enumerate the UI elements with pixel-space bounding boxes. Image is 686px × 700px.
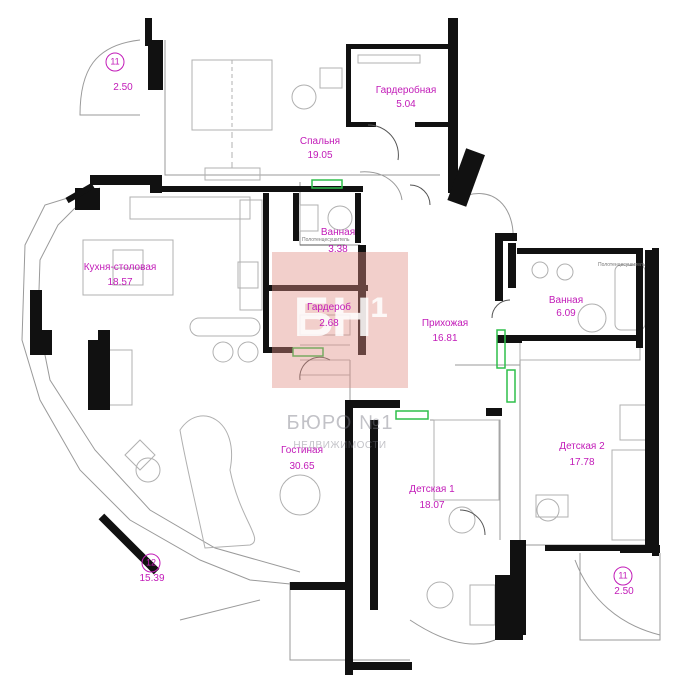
room-area-wardrobe-small: 2.68 [319, 318, 339, 329]
balcony-area-bottom-right: 2.50 [614, 586, 634, 597]
room-name-bedroom: Спальня [299, 136, 341, 147]
watermark-name: БЮРО №1 [286, 412, 394, 434]
balcony-area-left-bottom: 15.39 [139, 573, 165, 584]
balcony-number-top-left: 11 [105, 52, 125, 72]
fixture-label-dryer-1: Полотенцесушитель [302, 237, 350, 243]
door-markers [292, 179, 516, 420]
room-area-kitchen: 18.57 [107, 277, 133, 288]
fixture-label-dryer-2: Полотенцесушитель [598, 262, 646, 268]
watermark-subtitle: НЕДВИЖИМОСТИ [293, 440, 387, 451]
room-area-bathroom-2: 6.09 [556, 308, 576, 319]
room-area-bathroom-1: 3.38 [328, 244, 348, 255]
room-area-bedroom: 19.05 [307, 150, 333, 161]
room-area-wardrobe: 5.04 [396, 99, 416, 110]
room-name-wardrobe: Гардеробная [375, 85, 437, 96]
room-area-kids-2: 17.78 [569, 457, 595, 468]
room-name-kitchen: Кухня-столовая [83, 262, 157, 273]
watermark-logo: БН¹ [272, 252, 408, 388]
balcony-number-bottom-right: 11 [613, 566, 633, 586]
room-name-living: Гостиная [281, 445, 323, 456]
room-area-kids-1: 18.07 [419, 500, 445, 511]
room-area-hallway: 16.81 [432, 333, 458, 344]
room-name-kids-2: Детская 2 [559, 441, 605, 452]
room-name-hallway: Прихожая [421, 318, 469, 329]
furniture [82, 54, 653, 626]
room-name-bathroom-2: Ванная [548, 295, 584, 306]
room-name-kids-1: Детская 1 [409, 484, 455, 495]
watermark-logo-text: БН¹ [293, 285, 388, 348]
balcony-number-left-bottom: 12 [141, 553, 161, 573]
room-area-living: 30.65 [289, 461, 315, 472]
room-name-wardrobe-small: Гардероб [307, 302, 351, 313]
doors [299, 124, 511, 536]
balcony-area-top-left: 2.50 [113, 82, 133, 93]
room-name-bathroom-1: Ванная [320, 227, 356, 238]
